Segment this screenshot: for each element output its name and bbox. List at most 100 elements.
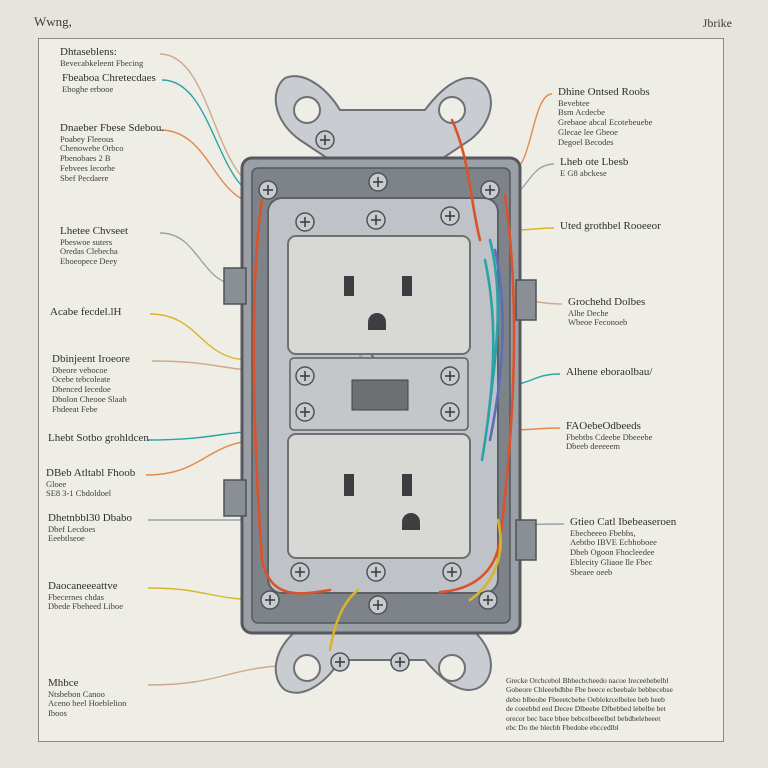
callout-line: Dbenced Iecedoe xyxy=(52,384,111,395)
screw xyxy=(290,562,310,582)
callout-line: Bevecabkeleent Fbecing xyxy=(60,57,144,68)
slot-hot xyxy=(402,474,412,496)
callout-line: Glecae lee Gbeoe xyxy=(558,126,618,137)
callout-line: Ebecbeeeo Fbebbs, xyxy=(570,527,636,538)
slot-hot xyxy=(402,276,412,296)
ground-hole xyxy=(402,513,420,530)
callout-line: Dbede Fbeheed Liboe xyxy=(48,601,124,612)
callout-line: Bevebtee xyxy=(558,97,590,108)
header-left: Wwng, xyxy=(34,14,72,29)
callout-title: Lhetee Chvseet xyxy=(60,225,129,237)
callout-line: Wbeoe Feconoeb xyxy=(568,317,628,328)
screw xyxy=(440,402,460,422)
mounting-ear-top xyxy=(274,75,492,161)
callout-title: Acabe fecdel.lH xyxy=(50,306,122,318)
callout-title: Gtieo Catl Ibebeaseroen xyxy=(570,516,677,528)
callout-title: Mhbce xyxy=(48,677,79,689)
terminal-cavity xyxy=(351,379,409,411)
callout-line: Ocebe tebcoleate xyxy=(52,374,111,385)
callout-title: Lheb ote Lbesb xyxy=(560,156,629,168)
left-callout-label: Acabe fecdel.lH xyxy=(50,306,121,319)
screw xyxy=(440,366,460,386)
receptacle-bottom xyxy=(287,433,471,559)
screw xyxy=(368,172,388,192)
callout-title: Lhebt Sotbo grohldcen xyxy=(48,432,149,444)
note-line: Gobeore Cbleeebdhbe Fbe beece ecbeebale … xyxy=(506,685,673,695)
note-line: debo blbeobe Fbeeetcbebe Oeblekrcelbelee… xyxy=(506,694,665,704)
screw xyxy=(258,180,278,200)
callout-line: Eeebtlseoe xyxy=(48,533,85,544)
callout-title: Grochehd Dolbes xyxy=(568,296,646,308)
screw xyxy=(330,652,350,672)
right-callout-label: Uted grothbel Rooeeor xyxy=(560,220,661,233)
callout-line: Iboos xyxy=(48,708,67,719)
callout-line: Degoel Becodes xyxy=(558,136,614,147)
callout-line: Chenowebe Orbco xyxy=(60,143,124,154)
callout-line: Pbeswoe suters xyxy=(60,236,113,247)
leader-line xyxy=(149,313,251,361)
callout-line: Poabey Fleeous xyxy=(60,133,114,144)
callout-title: Uted grothbel Rooeeor xyxy=(560,220,661,232)
screw xyxy=(295,366,315,386)
leader-line xyxy=(511,93,553,171)
callout-line: Aceno beel Hoeblelion xyxy=(48,698,127,709)
callout-title: Daocaneeeattve xyxy=(48,580,118,592)
callout-line: Bsm Acdecbe xyxy=(558,107,605,118)
callout-title: Dbinjeent Iroeore xyxy=(52,353,130,365)
callout-line: Dbef Lecdoes xyxy=(48,523,96,534)
side-tab xyxy=(223,479,247,517)
screw xyxy=(480,180,500,200)
screw xyxy=(366,562,386,582)
callout-line: Pbenobaes 2 B xyxy=(60,153,111,164)
callout-line: Dbolon Cheooe Slaab xyxy=(52,393,127,404)
callout-line: Eblecity Gliaoe lle Fbec xyxy=(570,556,653,567)
header-right: Jbrike xyxy=(702,16,732,30)
note-line: ebc Do tbe blecbb Fbedobe ebccedlbl xyxy=(506,722,619,732)
callout-line: Dbeore vebocoe xyxy=(52,364,108,375)
receptacle-top xyxy=(287,235,471,355)
callout-line: Aebtbo IBVE Ecbhoboee xyxy=(570,537,657,548)
callout-title: Fbeaboa Chretecdaes xyxy=(62,72,156,84)
callout-line: Febvees lecorhe xyxy=(60,162,115,173)
callout-title: DBeb Atltabl Fhoob xyxy=(46,467,136,479)
ground-hole xyxy=(368,313,386,330)
callout-line: Sbef Pecdaere xyxy=(60,172,109,183)
screws xyxy=(258,130,500,672)
note-line: de coeebbd eed Decee Dlbeebe Dfbebbed le… xyxy=(506,704,666,714)
callout-title: Dhtaseblens: xyxy=(60,46,117,58)
right-callout-label: Alhene eboraolbau/ xyxy=(566,366,652,379)
screw xyxy=(442,562,462,582)
callout-line: Fbecernes chdas xyxy=(48,591,104,602)
screw xyxy=(295,402,315,422)
callout-title: FAOebeOdbeeds xyxy=(566,420,641,432)
callout-line: Alhe Deche xyxy=(568,307,609,318)
side-tab xyxy=(515,519,537,561)
footnote-block: Grecke Orcbcebol Bbbecbcheedo nacoe Irec… xyxy=(506,676,720,732)
callout-line: Sbeaee oeeb xyxy=(570,566,613,577)
callout-line: Oredas Clebecha xyxy=(60,246,118,257)
callout-title: Alhene eboraolbau/ xyxy=(566,366,653,378)
slot-neutral xyxy=(344,474,354,496)
screw xyxy=(295,212,315,232)
callout-line: Dbeeb deeeeem xyxy=(566,441,621,452)
note-line: orecor bec bace bbee bebcelbeeelbel bebd… xyxy=(506,713,661,723)
side-tab xyxy=(515,279,537,321)
screw xyxy=(366,210,386,230)
side-tab xyxy=(223,267,247,305)
callout-title: Dnaeber Fbese Sdebou. xyxy=(60,122,165,134)
note-line: Grecke Orcbcebol Bbbecbcheedo nacoe Irec… xyxy=(506,676,669,685)
screw xyxy=(315,130,335,150)
